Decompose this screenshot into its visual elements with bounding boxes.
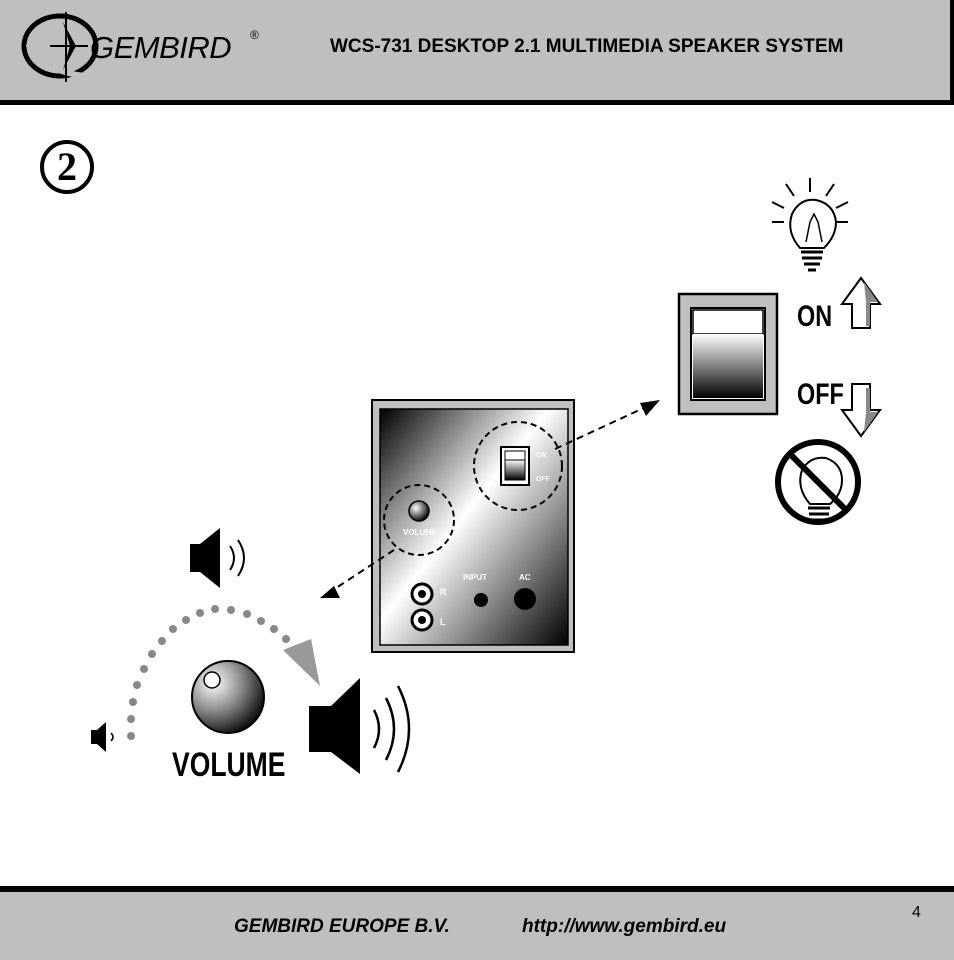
volume-knob-icon xyxy=(191,660,265,734)
panel-ac-label: AC xyxy=(519,573,531,582)
registered-mark: ® xyxy=(250,28,259,42)
callout-arrows xyxy=(320,400,660,598)
step-number: 2 xyxy=(40,140,94,194)
panel-input-label: INPUT xyxy=(463,573,487,582)
panel-right-label: R xyxy=(440,587,447,597)
website-url: http://www.gembird.eu xyxy=(522,916,727,937)
page-footer: GEMBIRD EUROPE B.V. http://www.gembird.e… xyxy=(0,886,954,960)
speaker-back-panel: ON OFF VOLUME R L INPUT AC xyxy=(371,399,575,653)
lightbulb-on-icon xyxy=(771,178,849,272)
speaker-high-top-icon xyxy=(190,528,245,588)
panel-volume-label: VOLUME xyxy=(403,528,438,537)
company-name: GEMBIRD EUROPE B.V. xyxy=(234,916,450,937)
page-number: 4 xyxy=(912,904,921,921)
panel-on-label: ON xyxy=(536,452,547,459)
arrow-up-icon xyxy=(840,276,882,329)
power-switch-detail xyxy=(677,292,779,416)
brand-name: GEMBIRD xyxy=(90,30,232,65)
gembird-logo: GEMBIRD ® xyxy=(18,4,259,94)
arrow-down-icon xyxy=(840,383,882,438)
volume-label: VOLUME xyxy=(172,746,286,784)
panel-left-label: L xyxy=(440,617,446,627)
speaker-high-icon xyxy=(309,678,411,774)
panel-off-label: OFF xyxy=(536,476,551,483)
speaker-low-icon xyxy=(91,722,114,752)
volume-dots-arc xyxy=(127,605,320,740)
switch-off-label: OFF xyxy=(797,378,844,411)
document-title: WCS-731 DESKTOP 2.1 MULTIMEDIA SPEAKER S… xyxy=(330,36,844,57)
lightbulb-off-icon xyxy=(775,439,861,525)
switch-on-label: ON xyxy=(797,300,833,333)
page-header: GEMBIRD ® WCS-731 DESKTOP 2.1 MULTIMEDIA… xyxy=(0,0,954,105)
